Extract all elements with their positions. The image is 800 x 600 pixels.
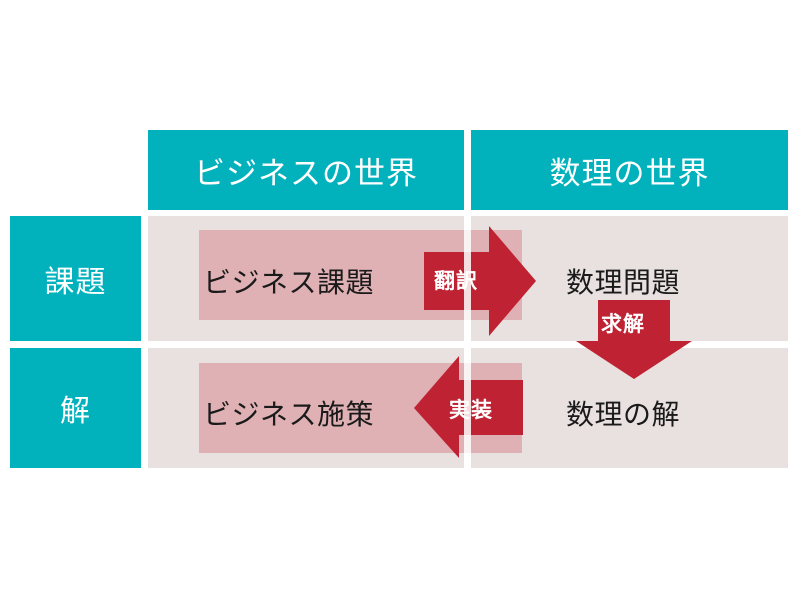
row-label-issue: 課題	[10, 216, 141, 341]
arrow-label-implement: 実装	[449, 398, 493, 422]
text-math-solution: 数理の解	[566, 398, 681, 431]
column-header-business-world: ビジネスの世界	[148, 130, 464, 210]
arrow-label-solve: 求解	[601, 312, 645, 336]
text-math-issue: 数理問題	[566, 266, 681, 299]
row-label-solution: 解	[10, 348, 141, 468]
arrow-label-translate: 翻訳	[434, 269, 478, 293]
text-business-solution: ビジネス施策	[203, 398, 375, 431]
column-header-math-world: 数理の世界	[471, 130, 788, 210]
text-business-issue: ビジネス課題	[203, 266, 375, 299]
